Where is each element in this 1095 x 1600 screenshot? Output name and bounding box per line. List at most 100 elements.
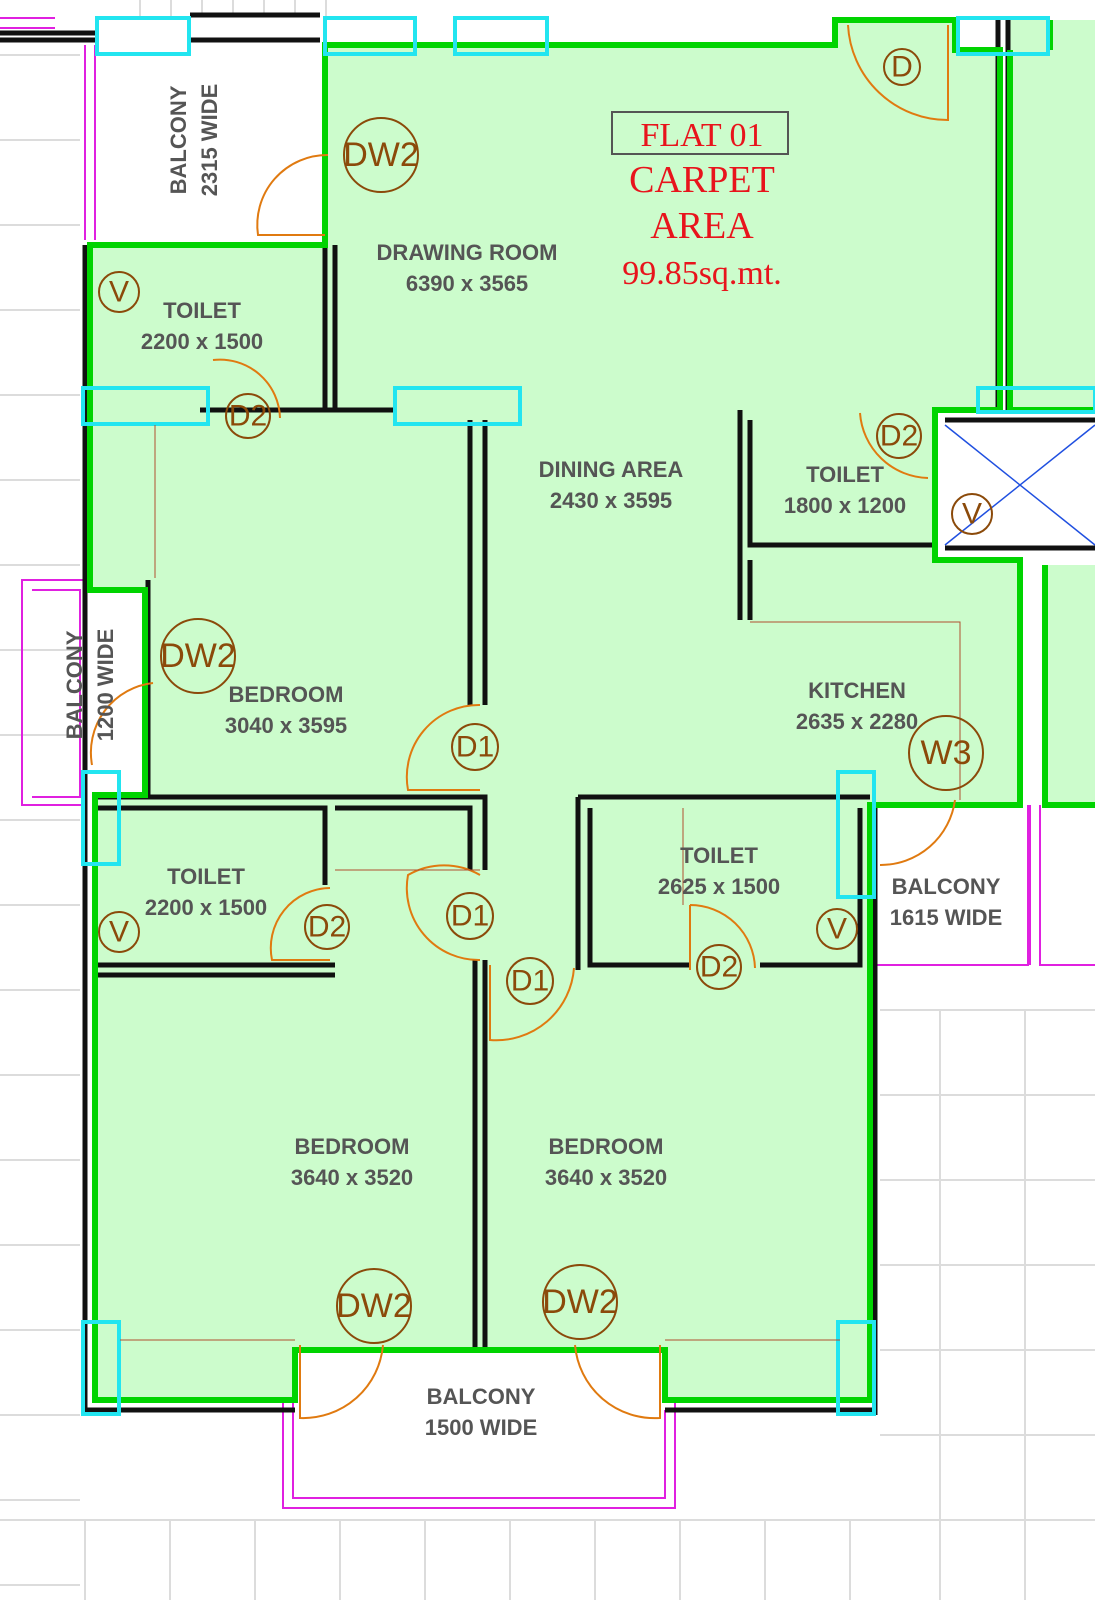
door-tag: V [98, 271, 140, 313]
room-name: TOILET [167, 864, 245, 889]
room-name: BALCONY [166, 85, 191, 194]
door-tag: D2 [696, 944, 742, 990]
shaft-cross [944, 424, 1095, 546]
room-label: TOILET 2200 x 1500 [145, 864, 267, 920]
door-tag: V [816, 908, 858, 950]
room-label: BEDROOM 3640 x 3520 [291, 1134, 413, 1190]
room-label: TOILET 1800 x 1200 [784, 462, 906, 518]
door-tag-circle [876, 413, 922, 459]
room-size: 3640 x 3520 [291, 1165, 413, 1190]
carpet-area-outline [87, 17, 1023, 1403]
door-tag-circle [883, 48, 921, 86]
room-size: 1800 x 1200 [784, 493, 906, 518]
balcony-rails [0, 17, 1095, 1509]
room-size: 2200 x 1500 [145, 895, 267, 920]
door-tag-label: V [962, 498, 982, 531]
door-tag-circle [304, 904, 350, 950]
door-tag-circle [336, 1268, 412, 1344]
room-label: BALCONY 1500 WIDE [425, 1384, 538, 1440]
room-name: TOILET [163, 298, 241, 323]
room-size: 1500 WIDE [425, 1415, 538, 1440]
flat-carpet-label: CARPET [629, 159, 775, 201]
room-label: BEDROOM 3040 x 3595 [225, 682, 347, 738]
flat-title: FLAT 01 [640, 117, 763, 154]
door-tag-label: D [891, 51, 913, 84]
door-tag-circle [908, 715, 984, 791]
door-tag: D2 [225, 393, 271, 439]
room-name: BEDROOM [295, 1134, 410, 1159]
room-name: DINING AREA [539, 457, 684, 482]
room-size: 2200 x 1500 [141, 329, 263, 354]
door-tag-circle [343, 117, 419, 193]
door-tag-label: D2 [880, 420, 918, 453]
door-tag: V [98, 911, 140, 953]
flat-carpet-area: 99.85sq.mt. [622, 255, 782, 292]
door-tag-label: DW2 [343, 136, 419, 174]
room-label: BEDROOM 3640 x 3520 [545, 1134, 667, 1190]
door-tag-circle [225, 393, 271, 439]
door-tag-label: D1 [451, 900, 489, 933]
door-tag-circle [98, 911, 140, 953]
room-name: BEDROOM [229, 682, 344, 707]
door-tag-circle [446, 892, 494, 940]
door-tag: D1 [451, 723, 499, 771]
room-size: 2625 x 1500 [658, 874, 780, 899]
door-tag-label: D2 [308, 911, 346, 944]
door-tag: V [951, 493, 993, 535]
door-tag: DW2 [343, 117, 419, 193]
door-tag: D2 [304, 904, 350, 950]
flat-title-box [611, 111, 789, 155]
room-name: BALCONY [62, 630, 87, 739]
room-name: TOILET [680, 843, 758, 868]
door-tag: D [883, 48, 921, 86]
door-tag-label: D2 [700, 951, 738, 984]
door-tag-circle [542, 1264, 618, 1340]
door-tag-circle [451, 723, 499, 771]
door-tag: DW2 [542, 1264, 618, 1340]
door-tag-circle [816, 908, 858, 950]
room-size: 2635 x 2280 [796, 709, 918, 734]
door-swings [89, 24, 956, 1420]
door-tag: W3 [908, 715, 984, 791]
door-tag-circle [98, 271, 140, 313]
door-tag-label: V [827, 913, 847, 946]
door-tag-label: V [109, 916, 129, 949]
door-tag: DW2 [336, 1268, 412, 1344]
door-tag: D1 [446, 892, 494, 940]
door-tag-circle [160, 618, 236, 694]
room-label: DRAWING ROOM 6390 x 3565 [377, 240, 558, 296]
door-tag-label: D2 [229, 400, 267, 433]
door-tag-label: D1 [456, 731, 494, 764]
door-tag-label: D1 [511, 965, 549, 998]
room-label: TOILET 2625 x 1500 [658, 843, 780, 899]
room-size: 3640 x 3520 [545, 1165, 667, 1190]
room-label: TOILET 2200 x 1500 [141, 298, 263, 354]
door-tag: D1 [506, 957, 554, 1005]
room-label: DINING AREA 2430 x 3595 [539, 457, 684, 513]
door-tag: D2 [876, 413, 922, 459]
door-tag-label: DW2 [542, 1283, 618, 1321]
door-tag-circle [696, 944, 742, 990]
room-name: BALCONY [427, 1384, 536, 1409]
flat-area-label: AREA [650, 205, 754, 247]
room-size: 1615 WIDE [890, 905, 1003, 930]
fixture-lines [120, 425, 961, 1341]
door-tag-circle [951, 493, 993, 535]
room-name: TOILET [806, 462, 884, 487]
room-size: 2315 WIDE [197, 84, 222, 197]
room-name: BEDROOM [549, 1134, 664, 1159]
room-name: DRAWING ROOM [377, 240, 558, 265]
room-size: 3040 x 3595 [225, 713, 347, 738]
door-tag: DW2 [160, 618, 236, 694]
room-size: 6390 x 3565 [406, 271, 528, 296]
room-size: 2430 x 3595 [550, 488, 672, 513]
door-tag-label: DW2 [160, 637, 236, 675]
